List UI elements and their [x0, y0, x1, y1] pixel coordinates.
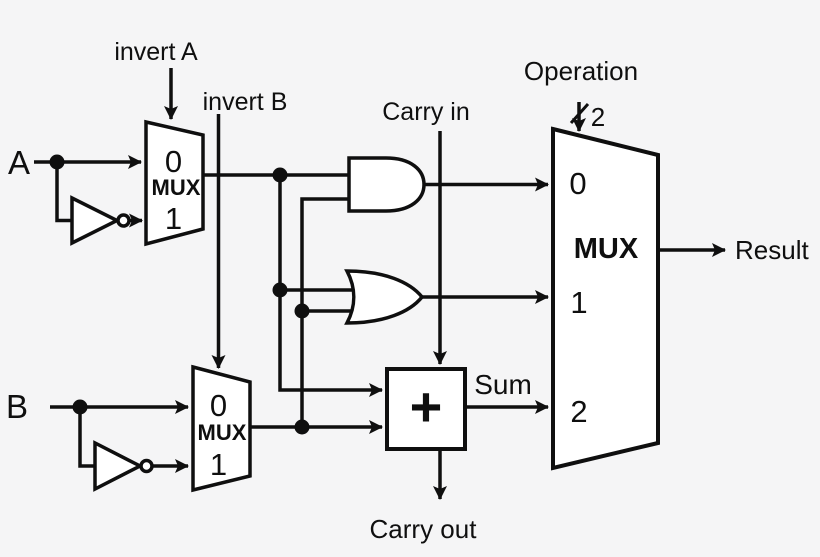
input-b-section: B invert B 0 MUX 1 [6, 88, 288, 493]
input-a-label: A [8, 144, 30, 181]
wire-a-to-adder [278, 175, 383, 397]
carry-in-label: Carry in [382, 98, 470, 126]
inverter-a-triangle [70, 195, 121, 246]
junction-dot-b [72, 399, 88, 415]
mux-b-input0-label: 0 [210, 388, 227, 423]
routing-wires [203, 167, 383, 435]
input-b-label: B [6, 388, 28, 425]
input-a-section: A invert A 0 MUX 1 [8, 38, 205, 247]
result-mux-input2-label: 2 [570, 394, 587, 429]
junction-dot-a [49, 154, 65, 170]
junction-dot-or-top [272, 282, 288, 298]
inverter-b-bubble [139, 458, 154, 474]
adder-body [385, 367, 467, 451]
mux-b-input1-label: 1 [210, 447, 227, 482]
result-mux-body [551, 126, 660, 471]
invert-b-label: invert B [203, 88, 288, 116]
mux-b-body [191, 364, 252, 493]
sum-label: Sum [474, 369, 532, 400]
inverter-a-bubble [116, 213, 131, 228]
mux-a-input0-label: 0 [165, 144, 182, 179]
or-gate [344, 269, 549, 325]
result-mux-input1-label: 1 [570, 285, 587, 320]
mux-b-name: MUX [198, 420, 247, 445]
carry-out-label: Carry out [370, 514, 478, 544]
result-mux: 0 MUX 1 2 Result [551, 126, 809, 471]
inverter-b-triangle [93, 440, 144, 492]
result-mux-name: MUX [574, 233, 639, 265]
junction-dot-mux-b-out [294, 419, 310, 435]
adder-plus-symbol: + [410, 375, 443, 438]
result-label: Result [735, 235, 809, 265]
and-gate [347, 156, 549, 213]
wire-a-inverter-branch [55, 162, 71, 223]
wire-b-inverter-branch [78, 407, 94, 468]
junction-dot-mux-a-out [272, 167, 288, 183]
bus-width-slash [569, 102, 590, 125]
result-mux-input0-label: 0 [569, 166, 586, 201]
mux-a-input1-label: 1 [165, 201, 182, 236]
operation-control: Operation 2 [524, 56, 638, 132]
mux-a-name: MUX [152, 175, 201, 200]
junction-dot-or-bottom [294, 303, 310, 319]
adder-section: Carry in + Sum Carry out [370, 98, 549, 544]
operation-bus-width-label: 2 [591, 102, 605, 132]
invert-a-label: invert A [114, 38, 198, 66]
wire-b-to-and-bottom-input [300, 197, 349, 427]
and-gate-body [347, 156, 426, 213]
mux-a-body [144, 119, 205, 247]
or-gate-body [344, 269, 425, 325]
operation-label: Operation [524, 56, 638, 86]
